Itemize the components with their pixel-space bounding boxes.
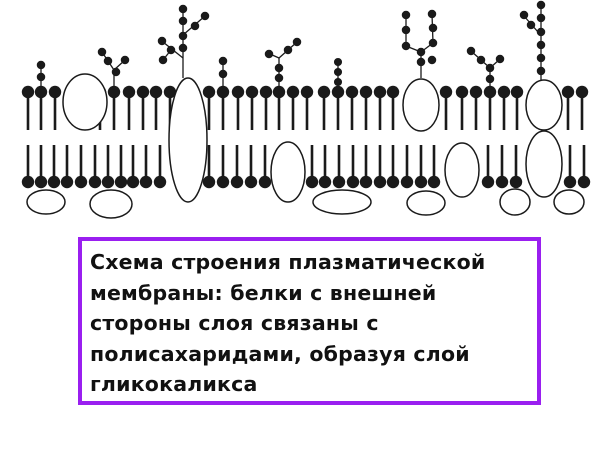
phospholipid — [114, 145, 128, 189]
phospholipid — [244, 145, 258, 189]
phospholipid — [21, 85, 35, 130]
glycolipid-chain — [36, 60, 46, 90]
phospholipid — [373, 145, 387, 189]
phospholipid — [107, 85, 121, 130]
phospholipid — [317, 85, 331, 130]
phospholipid — [318, 145, 332, 189]
glycolipid-chain — [264, 37, 302, 90]
peripheral-protein — [26, 189, 66, 215]
integral-protein — [402, 78, 440, 132]
phospholipid — [47, 145, 61, 189]
peripheral-protein — [406, 190, 446, 216]
phospholipid — [300, 85, 314, 130]
caption-text: Схема строения плазматической мембраны: … — [90, 247, 537, 400]
glycolipid-chain — [97, 47, 130, 90]
phospholipid — [202, 145, 216, 189]
phospholipid — [345, 85, 359, 130]
integral-protein — [444, 142, 480, 198]
phospholipid — [216, 85, 230, 130]
phospholipid — [359, 85, 373, 130]
integral-proteins — [62, 73, 563, 203]
phospholipid — [577, 145, 591, 189]
glycoprotein-chain — [401, 9, 438, 78]
phospholipid — [469, 85, 483, 130]
phospholipid — [48, 85, 62, 130]
glycoprotein-chain — [157, 4, 210, 78]
integral-protein — [525, 130, 563, 198]
phospholipid — [439, 85, 453, 130]
phospholipid — [427, 145, 441, 189]
phospholipid — [230, 145, 244, 189]
phospholipid — [34, 145, 48, 189]
integral-protein — [525, 79, 563, 131]
phospholipid — [245, 85, 259, 130]
phospholipid — [34, 85, 48, 130]
phospholipid — [139, 145, 153, 189]
phospholipid — [136, 85, 150, 130]
glycolipid-chain — [333, 57, 343, 90]
lower-lipid-layer — [21, 145, 591, 189]
caption-line: гликокаликса — [90, 372, 258, 396]
phospholipid — [455, 85, 469, 130]
phospholipid — [153, 145, 167, 189]
phospholipid — [563, 145, 577, 189]
phospholipid — [60, 145, 74, 189]
peripheral-protein — [499, 188, 531, 216]
phospholipid — [74, 145, 88, 189]
phospholipid — [88, 145, 102, 189]
caption-line: полисахаридами, образуя слой — [90, 341, 470, 366]
peripheral-protein — [312, 189, 372, 215]
phospholipid — [386, 145, 400, 189]
phospholipid — [561, 85, 575, 130]
phospholipid — [258, 145, 272, 189]
phospholipid — [481, 145, 495, 189]
phospholipid — [359, 145, 373, 189]
peripheral-protein — [89, 189, 133, 219]
phospholipid — [272, 85, 286, 130]
phospholipid — [373, 85, 387, 130]
phospholipid — [202, 85, 216, 130]
phospholipid — [386, 85, 400, 130]
phospholipid — [126, 145, 140, 189]
phospholipid — [497, 85, 511, 130]
phospholipid — [216, 145, 230, 189]
phospholipid — [332, 145, 346, 189]
phospholipid — [286, 85, 300, 130]
peripheral-proteins — [26, 188, 585, 219]
integral-protein — [62, 73, 108, 131]
phospholipid — [509, 145, 523, 189]
phospholipid — [101, 145, 115, 189]
glycoprotein-chain — [519, 0, 546, 80]
phospholipid — [21, 145, 35, 189]
upper-lipid-layer — [21, 85, 589, 130]
integral-protein — [270, 141, 306, 203]
phospholipid — [331, 85, 345, 130]
phospholipid — [483, 85, 497, 130]
phospholipid — [510, 85, 524, 130]
caption-box: Схема строения плазматической мембраны: … — [78, 237, 541, 405]
phospholipid — [122, 85, 136, 130]
integral-protein — [168, 77, 208, 203]
phospholipid — [231, 85, 245, 130]
phospholipid — [414, 145, 428, 189]
phospholipid — [575, 85, 589, 130]
phospholipid — [495, 145, 509, 189]
caption-line: мембраны: белки с внешней — [90, 280, 437, 305]
plasma-membrane-diagram — [21, 0, 591, 219]
phospholipid — [259, 85, 273, 130]
phospholipid — [346, 145, 360, 189]
peripheral-protein — [553, 189, 585, 215]
glycolipid-chain — [218, 56, 228, 90]
glycocalyx-polysaccharide-chains — [36, 0, 546, 90]
phospholipid — [400, 145, 414, 189]
phospholipid — [305, 145, 319, 189]
caption-line: Схема строения плазматической — [90, 250, 486, 274]
phospholipid — [149, 85, 163, 130]
glycolipid-chain — [466, 46, 505, 90]
caption-line: стороны слоя связаны с — [90, 311, 379, 335]
